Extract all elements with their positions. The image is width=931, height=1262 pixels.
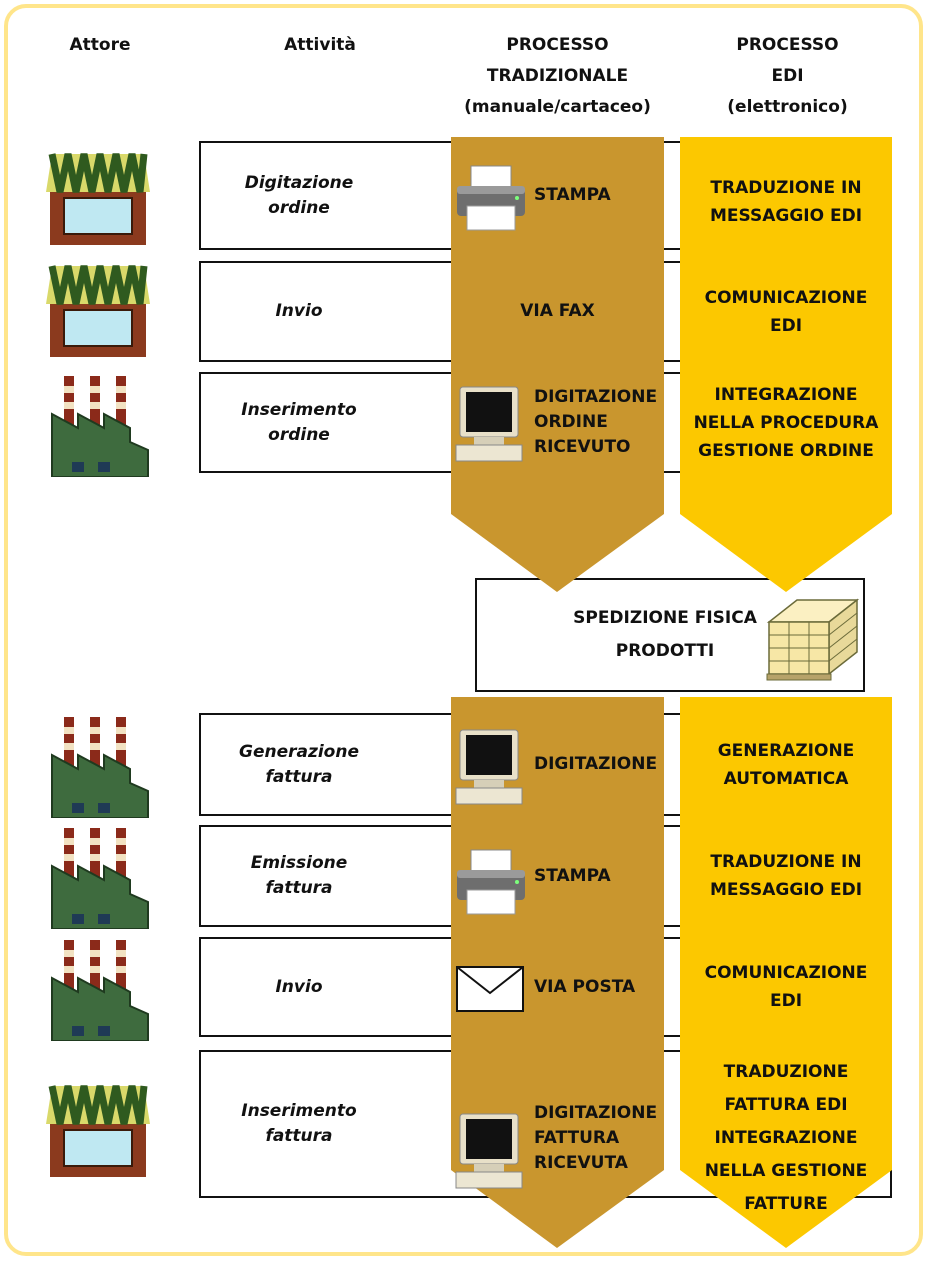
- activity-label: Digitazione ordine: [244, 172, 354, 218]
- envelope-icon: [456, 966, 524, 1012]
- traditional-step: STAMPA: [534, 185, 611, 205]
- traditional-step: VIA POSTA: [534, 976, 636, 997]
- shop-icon: [46, 153, 150, 245]
- activity-label: Inserimento ordine: [241, 399, 357, 445]
- activity-label: Invio: [275, 301, 323, 321]
- traditional-band-order: [451, 137, 664, 592]
- edi-step: TRADUZIONE IN MESSAGGIO EDI: [709, 852, 863, 900]
- edi-band-order: [680, 137, 892, 592]
- factory-icon: [51, 717, 149, 818]
- activity-label: Invio: [275, 976, 323, 997]
- header-activity: Attività: [284, 35, 356, 55]
- edi-step: COMUNICAZIONE EDI: [704, 963, 868, 1011]
- shop-icon: [46, 265, 150, 357]
- factory-icon: [51, 828, 149, 929]
- traditional-step: STAMPA: [534, 865, 611, 886]
- pallet-boxes-icon: [766, 598, 860, 681]
- edi-step: TRADUZIONE FATTURA EDI INTEGRAZIONE NELL…: [704, 1061, 868, 1214]
- traditional-band-invoice: [451, 697, 664, 1248]
- shop-icon: [46, 1085, 150, 1177]
- edi-step: COMUNICAZIONE EDI: [704, 287, 868, 336]
- computer-icon: [455, 729, 523, 805]
- diagram-frame: [4, 4, 923, 1256]
- traditional-step: DIGITAZIONE FATTURA RICEVUTA: [534, 1103, 658, 1173]
- printer-icon: [457, 165, 525, 231]
- traditional-step: DIGITAZIONE: [534, 754, 658, 774]
- computer-icon: [455, 386, 523, 462]
- factory-icon: [51, 376, 149, 477]
- edi-band-invoice: [680, 697, 892, 1248]
- factory-icon: [51, 940, 149, 1041]
- header-edi: PROCESSO EDI (elettronico): [727, 35, 848, 117]
- header-actor: Attore: [69, 35, 131, 55]
- edi-step: INTEGRAZIONE NELLA PROCEDURA GESTIONE OR…: [693, 384, 879, 461]
- shipping-label: SPEDIZIONE FISICA PRODOTTI: [573, 608, 757, 661]
- printer-icon: [457, 849, 525, 915]
- edi-step: TRADUZIONE IN MESSAGGIO EDI: [709, 178, 863, 226]
- traditional-step: VIA FAX: [520, 301, 595, 321]
- edi-step: GENERAZIONE AUTOMATICA: [717, 740, 855, 789]
- header-traditional: PROCESSO TRADIZIONALE (manuale/cartaceo): [464, 35, 651, 117]
- activity-label: Emissione fattura: [250, 853, 348, 898]
- computer-icon: [455, 1113, 523, 1189]
- activity-label: Inserimento fattura: [241, 1101, 357, 1146]
- activity-label: Generazione fattura: [238, 741, 359, 787]
- traditional-step: DIGITAZIONE ORDINE RICEVUTO: [534, 387, 658, 457]
